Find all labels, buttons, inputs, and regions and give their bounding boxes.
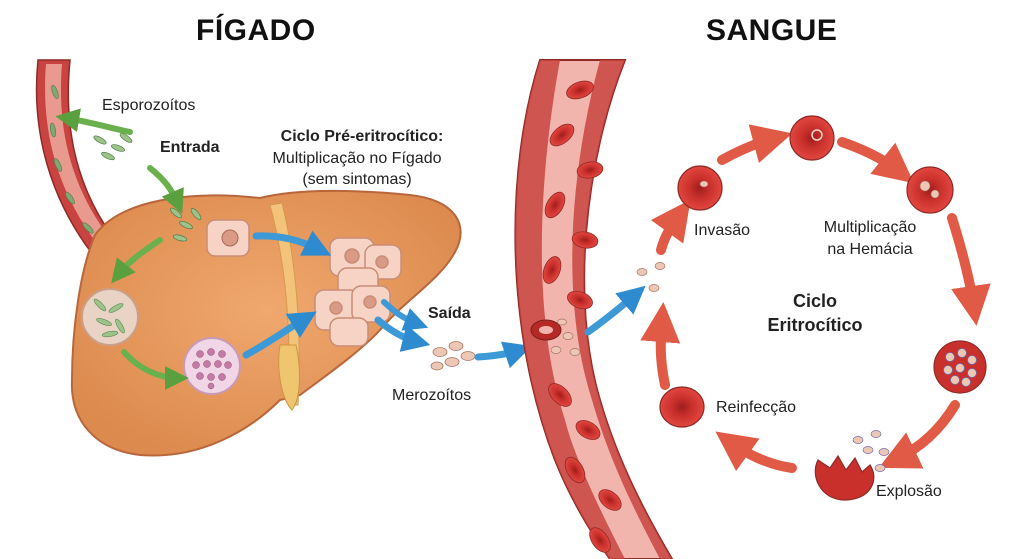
rbc-schizont xyxy=(933,340,987,394)
arrow-blue-mature-to-cluster xyxy=(242,311,317,359)
arrow-blue-to-blood xyxy=(474,341,532,369)
arrow-blue-hepatocyte-to-cluster xyxy=(252,230,332,256)
merozoites-label: Merozoítos xyxy=(392,387,472,404)
blood-vessel xyxy=(514,59,674,559)
cycle-merozoites xyxy=(636,262,666,292)
blood-title: SANGUE xyxy=(706,14,838,47)
multiplication-label-1: Multiplicação xyxy=(823,219,917,236)
rbc-invasion xyxy=(677,165,723,211)
arrow-blue-vessel-to-cycle xyxy=(584,285,646,336)
cycle-label-1: Ciclo xyxy=(792,291,837,311)
rbc-bursting xyxy=(814,430,890,501)
pre-cycle-line1: Multiplicação no Fígado xyxy=(272,150,442,167)
erythrocytic-cycle-cells xyxy=(659,115,987,501)
pre-cycle-line2: (sem sintomas) xyxy=(302,171,412,188)
infected-hepatocyte xyxy=(206,219,250,257)
vessel-red-cells xyxy=(542,80,622,553)
schizont-early xyxy=(81,288,139,346)
liver-arrows xyxy=(55,108,532,390)
rbc-ring-stage xyxy=(789,115,835,161)
invasion-label: Invasão xyxy=(694,222,751,239)
arrow-blue-exit-2 xyxy=(381,299,429,331)
hepatocyte-cluster-bottom xyxy=(314,285,391,347)
liver-title: FÍGADO xyxy=(196,14,316,47)
arrow-green-to-mature xyxy=(121,349,189,390)
schizont-mature xyxy=(183,337,241,395)
arrow-green-to-schizont xyxy=(111,237,163,284)
entry-label: Entrada xyxy=(160,139,220,156)
multiplication-label-2: na Hemácia xyxy=(827,241,913,258)
cycle-label-2: Eritrocítico xyxy=(767,315,863,335)
exit-label: Saída xyxy=(428,305,471,322)
pre-cycle-title: Ciclo Pré-eritrocítico: xyxy=(280,128,444,145)
rbc-trophozoite xyxy=(906,166,954,214)
reinfection-label: Reinfecção xyxy=(716,399,797,416)
erythrocytic-cycle-arrows xyxy=(640,124,991,473)
explosion-label: Explosão xyxy=(876,483,942,500)
rbc-reinfection xyxy=(659,386,705,428)
sporozoites-label: Esporozoítos xyxy=(102,97,196,114)
vessel-merozoites xyxy=(550,318,581,356)
arrow-green-entry xyxy=(147,165,184,214)
arrow-blue-exit-1 xyxy=(374,316,431,352)
arrow-green-to-sporozoites xyxy=(55,108,133,135)
merozoites-released xyxy=(430,341,476,371)
hepatocyte-cluster-top xyxy=(329,237,402,299)
